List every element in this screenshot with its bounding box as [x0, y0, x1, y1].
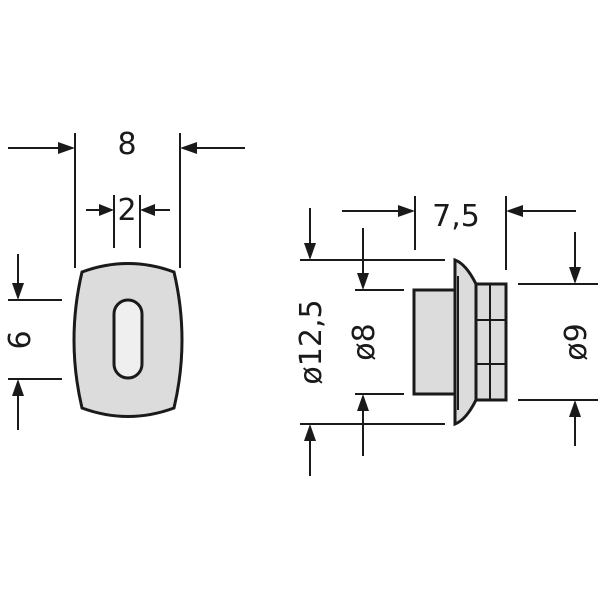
front-view: 8 2 6 [3, 127, 245, 430]
width-dimension-label: 8 [117, 127, 136, 162]
shaft-diameter-label: ø8 [347, 323, 382, 360]
keyway-slot [112, 298, 144, 380]
side-view: 7,5 ø12,5 ø8 ø9 [294, 196, 598, 476]
flange-diameter-label: ø12,5 [294, 299, 329, 384]
length-dimension-label: 7,5 [432, 199, 480, 234]
height-dimension-label: 6 [3, 330, 38, 349]
body-diameter-label: ø9 [559, 323, 594, 360]
slot-width-dimension-label: 2 [117, 193, 136, 228]
cylinder-shaft [412, 288, 460, 396]
